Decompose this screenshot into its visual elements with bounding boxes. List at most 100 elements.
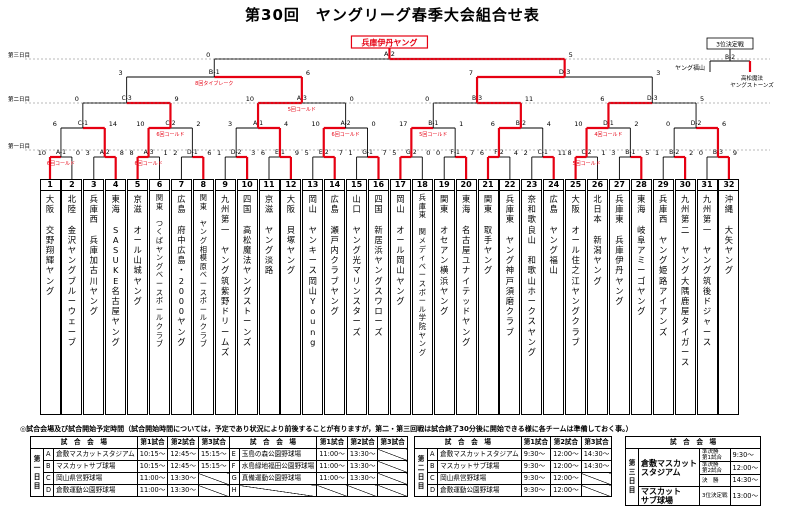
venue-header: 試 合 会 場	[414, 436, 522, 449]
venue-code: H	[228, 484, 240, 497]
venue-name: 倉敷運動公園野球場	[437, 484, 522, 497]
score-left: 2	[524, 149, 528, 157]
day-label: 第 三 日 目	[625, 448, 639, 506]
score-right: 6	[207, 149, 211, 157]
team-name: 大 阪 貝 塚 ヤ ン グ	[286, 194, 296, 276]
score-right: 6	[306, 69, 310, 77]
game3-time: 14:30〜	[580, 448, 613, 461]
team-number: 29	[653, 179, 673, 191]
team-card: 17 岡 山 オ ー ル 岡 山 ヤ ン グ	[389, 179, 411, 415]
game3-time	[377, 484, 408, 497]
team-name: 広 島 瀬 戸 内 ク ラ ブ ヤ ン グ	[330, 194, 339, 317]
team-number: 12	[281, 179, 301, 191]
game2-time: 13:30〜	[346, 448, 379, 461]
game1-header: 第1試合	[316, 436, 348, 449]
score-left: 6	[491, 120, 495, 128]
match-note: 4回コールド	[594, 132, 622, 138]
game3-header: 第3試合	[377, 436, 408, 449]
team-name: 兵 庫 東 関 メ デ ィ ベ ー ス ボ ー ル 学 院 ヤ ン グ	[418, 193, 426, 357]
team-number: 9	[215, 179, 235, 191]
team-number: 2	[62, 179, 82, 191]
score-right: 1	[602, 149, 606, 157]
score-right: 0	[350, 95, 354, 103]
game1-time: 11:00〜	[316, 472, 348, 485]
third-place-label: 3位決定戦	[716, 41, 744, 49]
team-name: 兵 庫 西 ヤ ン グ 姫 路 ア イ ア ン ズ	[659, 194, 668, 337]
game1-time: 9:30〜	[520, 460, 552, 473]
team-number: 25	[566, 179, 586, 191]
team-name: 大 阪 オ ー ル 住 之 江 ヤ ン グ ク ラ ブ	[571, 194, 580, 347]
schedule-day1-table: 試 合 会 場 第1試合 第2試合 第3試合 試 合 会 場 第1試合 第2試合…	[30, 436, 408, 497]
team-name: 京 滋 ヤ ン グ 淡 路	[264, 194, 274, 276]
venue-code: A	[42, 448, 55, 461]
game2-header: 第2試合	[550, 436, 582, 449]
game-time: 13:00〜	[729, 486, 762, 506]
team-name: 四 国 高 松 魔 法 ヤ ン グ ス ト ー ン ズ	[242, 194, 252, 347]
score-left: 10	[246, 95, 254, 103]
team-name: 九 州 第 一 ヤ ン グ 筑 後 ド ジ ャ ー ス	[702, 194, 712, 347]
game1-time	[316, 484, 348, 497]
score-left: 8	[567, 149, 571, 157]
team-name: 沖 縄 大 矢 ヤ ン グ	[724, 194, 734, 276]
page-title: 第30回 ヤングリーグ春季大会組合せ表	[245, 6, 540, 24]
score-right: 0	[76, 149, 80, 157]
team-card: 25 大 阪 オ ー ル 住 之 江 ヤ ン グ ク ラ ブ	[565, 179, 587, 415]
score-left: 0	[425, 95, 429, 103]
match-note: 6回コールド	[332, 132, 360, 138]
game1-header: 第1試合	[520, 436, 552, 449]
team-number: 15	[347, 179, 367, 191]
third-place-left: ヤング福山	[675, 64, 705, 72]
day-label: 第一日目	[8, 142, 30, 150]
champion-box	[350, 35, 429, 49]
venue-code: B	[42, 460, 55, 473]
team-number: 1	[40, 179, 60, 191]
score-right: 2	[689, 149, 693, 157]
team-name: 東 海 岐 阜 ア ミ ー ゴ ヤ ン グ	[637, 194, 646, 317]
game-slot: 決 勝	[699, 474, 731, 487]
score-left: 6	[261, 149, 265, 157]
venue-code: B	[426, 460, 439, 473]
game2-time: 12:00〜	[550, 472, 582, 485]
team-name: 岡 山 オ ー ル 岡 山 ヤ ン グ	[396, 194, 405, 307]
game-slot: 準決勝 第1試合	[699, 448, 731, 462]
score-left: 7	[469, 69, 473, 77]
score-left: 0	[206, 51, 210, 59]
score-left: 8	[129, 149, 133, 157]
team-name: 奈 和 歌 良 山 和 歌 山 ホ ー ク ス ヤ ン グ	[527, 194, 536, 358]
team-number: 17	[390, 179, 410, 191]
score-right: 5	[700, 95, 704, 103]
venue-code: C	[42, 472, 55, 485]
team-number: 10	[237, 179, 257, 191]
venue-name: マスカット サブ球場	[638, 486, 700, 506]
score-left: 2	[173, 149, 177, 157]
game3-time	[580, 484, 613, 497]
score-left: 3	[119, 69, 123, 77]
venue-code: E	[228, 448, 240, 461]
score-left: 3	[86, 149, 90, 157]
venue-name: 倉敷運動公園野球場	[53, 484, 138, 497]
game3-time	[580, 472, 613, 485]
venue-name: 真備運動公園野球場	[238, 472, 318, 485]
score-right: 4	[514, 149, 518, 157]
team-name: 北 日 本 新 潟 ヤ ン グ	[593, 194, 602, 286]
venue-code: C	[426, 472, 439, 485]
team-name: 広 島 ヤ ン グ 福 山	[549, 194, 558, 276]
game3-header: 第3試合	[580, 436, 613, 449]
score-left: 10	[574, 120, 582, 128]
game2-time: 12:00〜	[550, 460, 582, 473]
venue-code: G	[228, 472, 240, 485]
venue-name: 倉敷マスカット スタジアム	[638, 448, 700, 487]
game1-time: 10:15〜	[136, 448, 169, 461]
venue-name: 倉敷マスカットスタジアム	[53, 448, 138, 461]
